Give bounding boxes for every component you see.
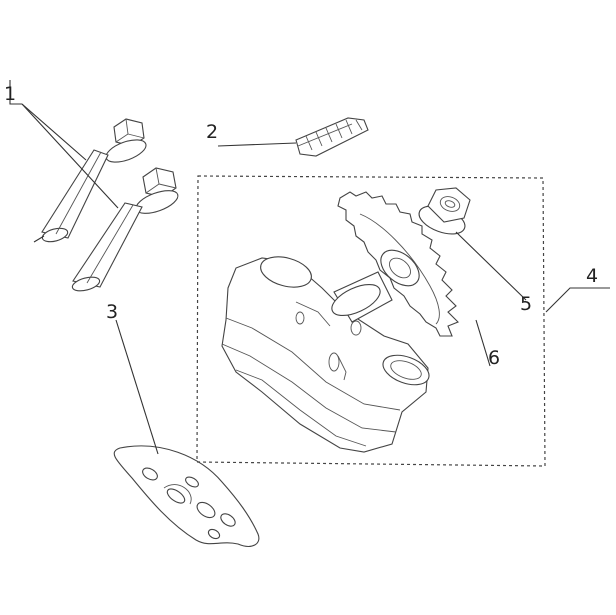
callout-2: 2 xyxy=(206,121,218,143)
bolt-b xyxy=(71,167,179,292)
callout-6: 6 xyxy=(488,347,500,369)
callout-4: 4 xyxy=(586,265,598,287)
part-5-flange-nut xyxy=(418,187,527,301)
bolt-a xyxy=(41,118,147,243)
callout-5: 5 xyxy=(520,293,532,315)
part-2-chain xyxy=(217,117,369,157)
part-3-gasket xyxy=(113,319,260,547)
oil-pump-body xyxy=(221,256,430,453)
part-1-bolts xyxy=(9,80,179,292)
callout-1: 1 xyxy=(4,83,16,105)
callout-3: 3 xyxy=(106,301,118,323)
part-6-sprocket xyxy=(337,191,491,367)
part-4-assembly-box xyxy=(196,175,610,467)
